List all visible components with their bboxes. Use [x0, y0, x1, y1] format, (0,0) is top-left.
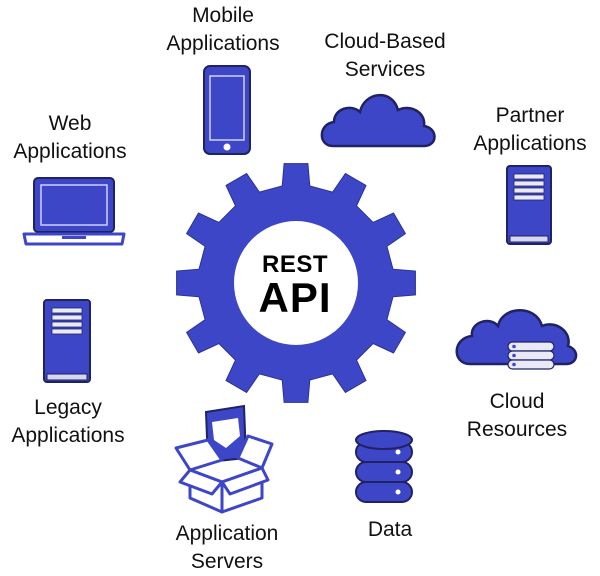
mobile-phone-icon: [203, 65, 251, 155]
server-tower-icon: [43, 299, 91, 383]
node-label-partner: Partner Applications: [473, 104, 587, 155]
center-label-line1: REST: [261, 251, 328, 278]
center-label-line2: API: [258, 274, 332, 321]
gear-icon: [176, 163, 416, 403]
cloud-database-icon: [455, 309, 578, 370]
open-box-icon: [174, 404, 274, 514]
server-tower-icon: [506, 165, 552, 245]
node-label-legacy: Legacy Applications: [11, 396, 125, 447]
database-icon: [355, 430, 413, 503]
node-label-app-servers: Application Servers: [175, 522, 279, 573]
node-label-web: Web Applications: [13, 112, 127, 163]
node-label-cloud-resources: Cloud Resources: [466, 390, 568, 441]
cloud-icon: [320, 93, 436, 148]
laptop-icon: [22, 177, 126, 246]
node-label-cloud-services: Cloud-Based Services: [324, 30, 446, 81]
node-label-data: Data: [367, 518, 413, 541]
rest-api-label: REST API: [230, 251, 360, 321]
node-label-mobile: Mobile Applications: [166, 4, 280, 55]
